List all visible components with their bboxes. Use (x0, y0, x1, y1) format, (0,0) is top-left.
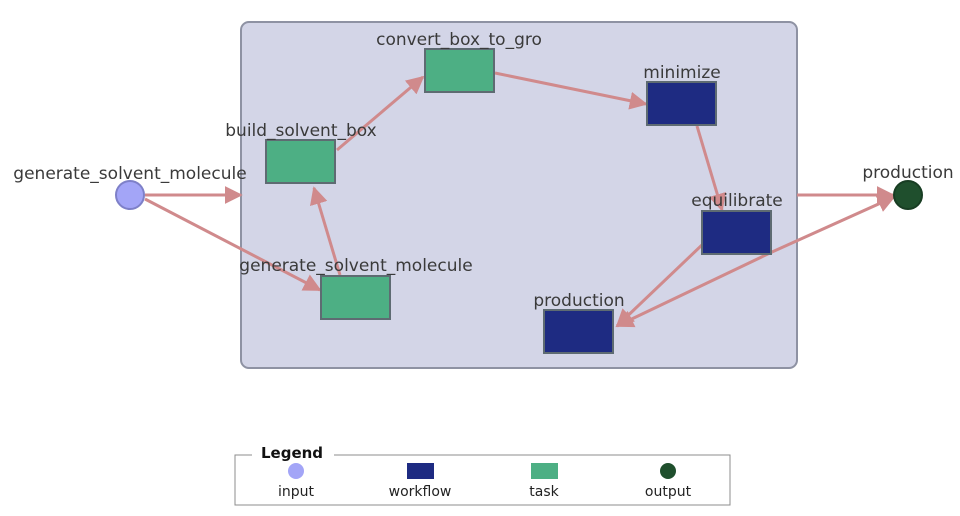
legend-workflow-swatch (407, 463, 434, 479)
edge-production-to-output (615, 250, 773, 328)
workflow-equilibrate[interactable] (701, 210, 772, 255)
legend: Legend input workflow task output (234, 444, 731, 506)
workflow-equilibrate-label: equilibrate (691, 191, 783, 211)
task-build-solvent-box-label: build_solvent_box (225, 121, 376, 141)
edge-build-to-convert (336, 75, 425, 152)
output-node[interactable] (893, 180, 923, 210)
output-node-label: production (862, 163, 953, 183)
task-convert-box-to-gro[interactable] (424, 48, 495, 93)
task-generate-solvent-molecule[interactable] (320, 275, 391, 320)
edge-minimize-to-equilibrate (695, 125, 727, 212)
legend-output-label: output (645, 484, 692, 500)
workflow-production[interactable] (543, 309, 614, 354)
legend-title: Legend (261, 444, 323, 462)
input-node-label: generate_solvent_molecule (13, 164, 246, 184)
legend-border (234, 454, 731, 506)
workflow-minimize[interactable] (646, 81, 717, 126)
workflow-minimize-label: minimize (643, 63, 720, 83)
legend-input-label: input (278, 484, 315, 500)
edge-input-to-generate-solvent-molecule (144, 197, 322, 292)
edge-equilibrate-to-output (771, 195, 896, 254)
legend-workflow-label: workflow (389, 484, 452, 500)
legend-output-swatch (660, 463, 676, 479)
task-convert-box-to-gro-label: convert_box_to_gro (376, 30, 542, 50)
input-node[interactable] (115, 180, 145, 210)
task-build-solvent-box[interactable] (265, 139, 336, 184)
task-generate-solvent-molecule-label: generate_solvent_molecule (239, 256, 472, 276)
edge-convert-to-minimize (494, 71, 648, 110)
legend-input-swatch (288, 463, 304, 479)
edge-generate-to-build (310, 186, 342, 276)
legend-task-label: task (529, 484, 559, 500)
edges-group (144, 71, 896, 328)
workflow-production-label: production (533, 291, 624, 311)
legend-task-swatch (531, 463, 558, 479)
